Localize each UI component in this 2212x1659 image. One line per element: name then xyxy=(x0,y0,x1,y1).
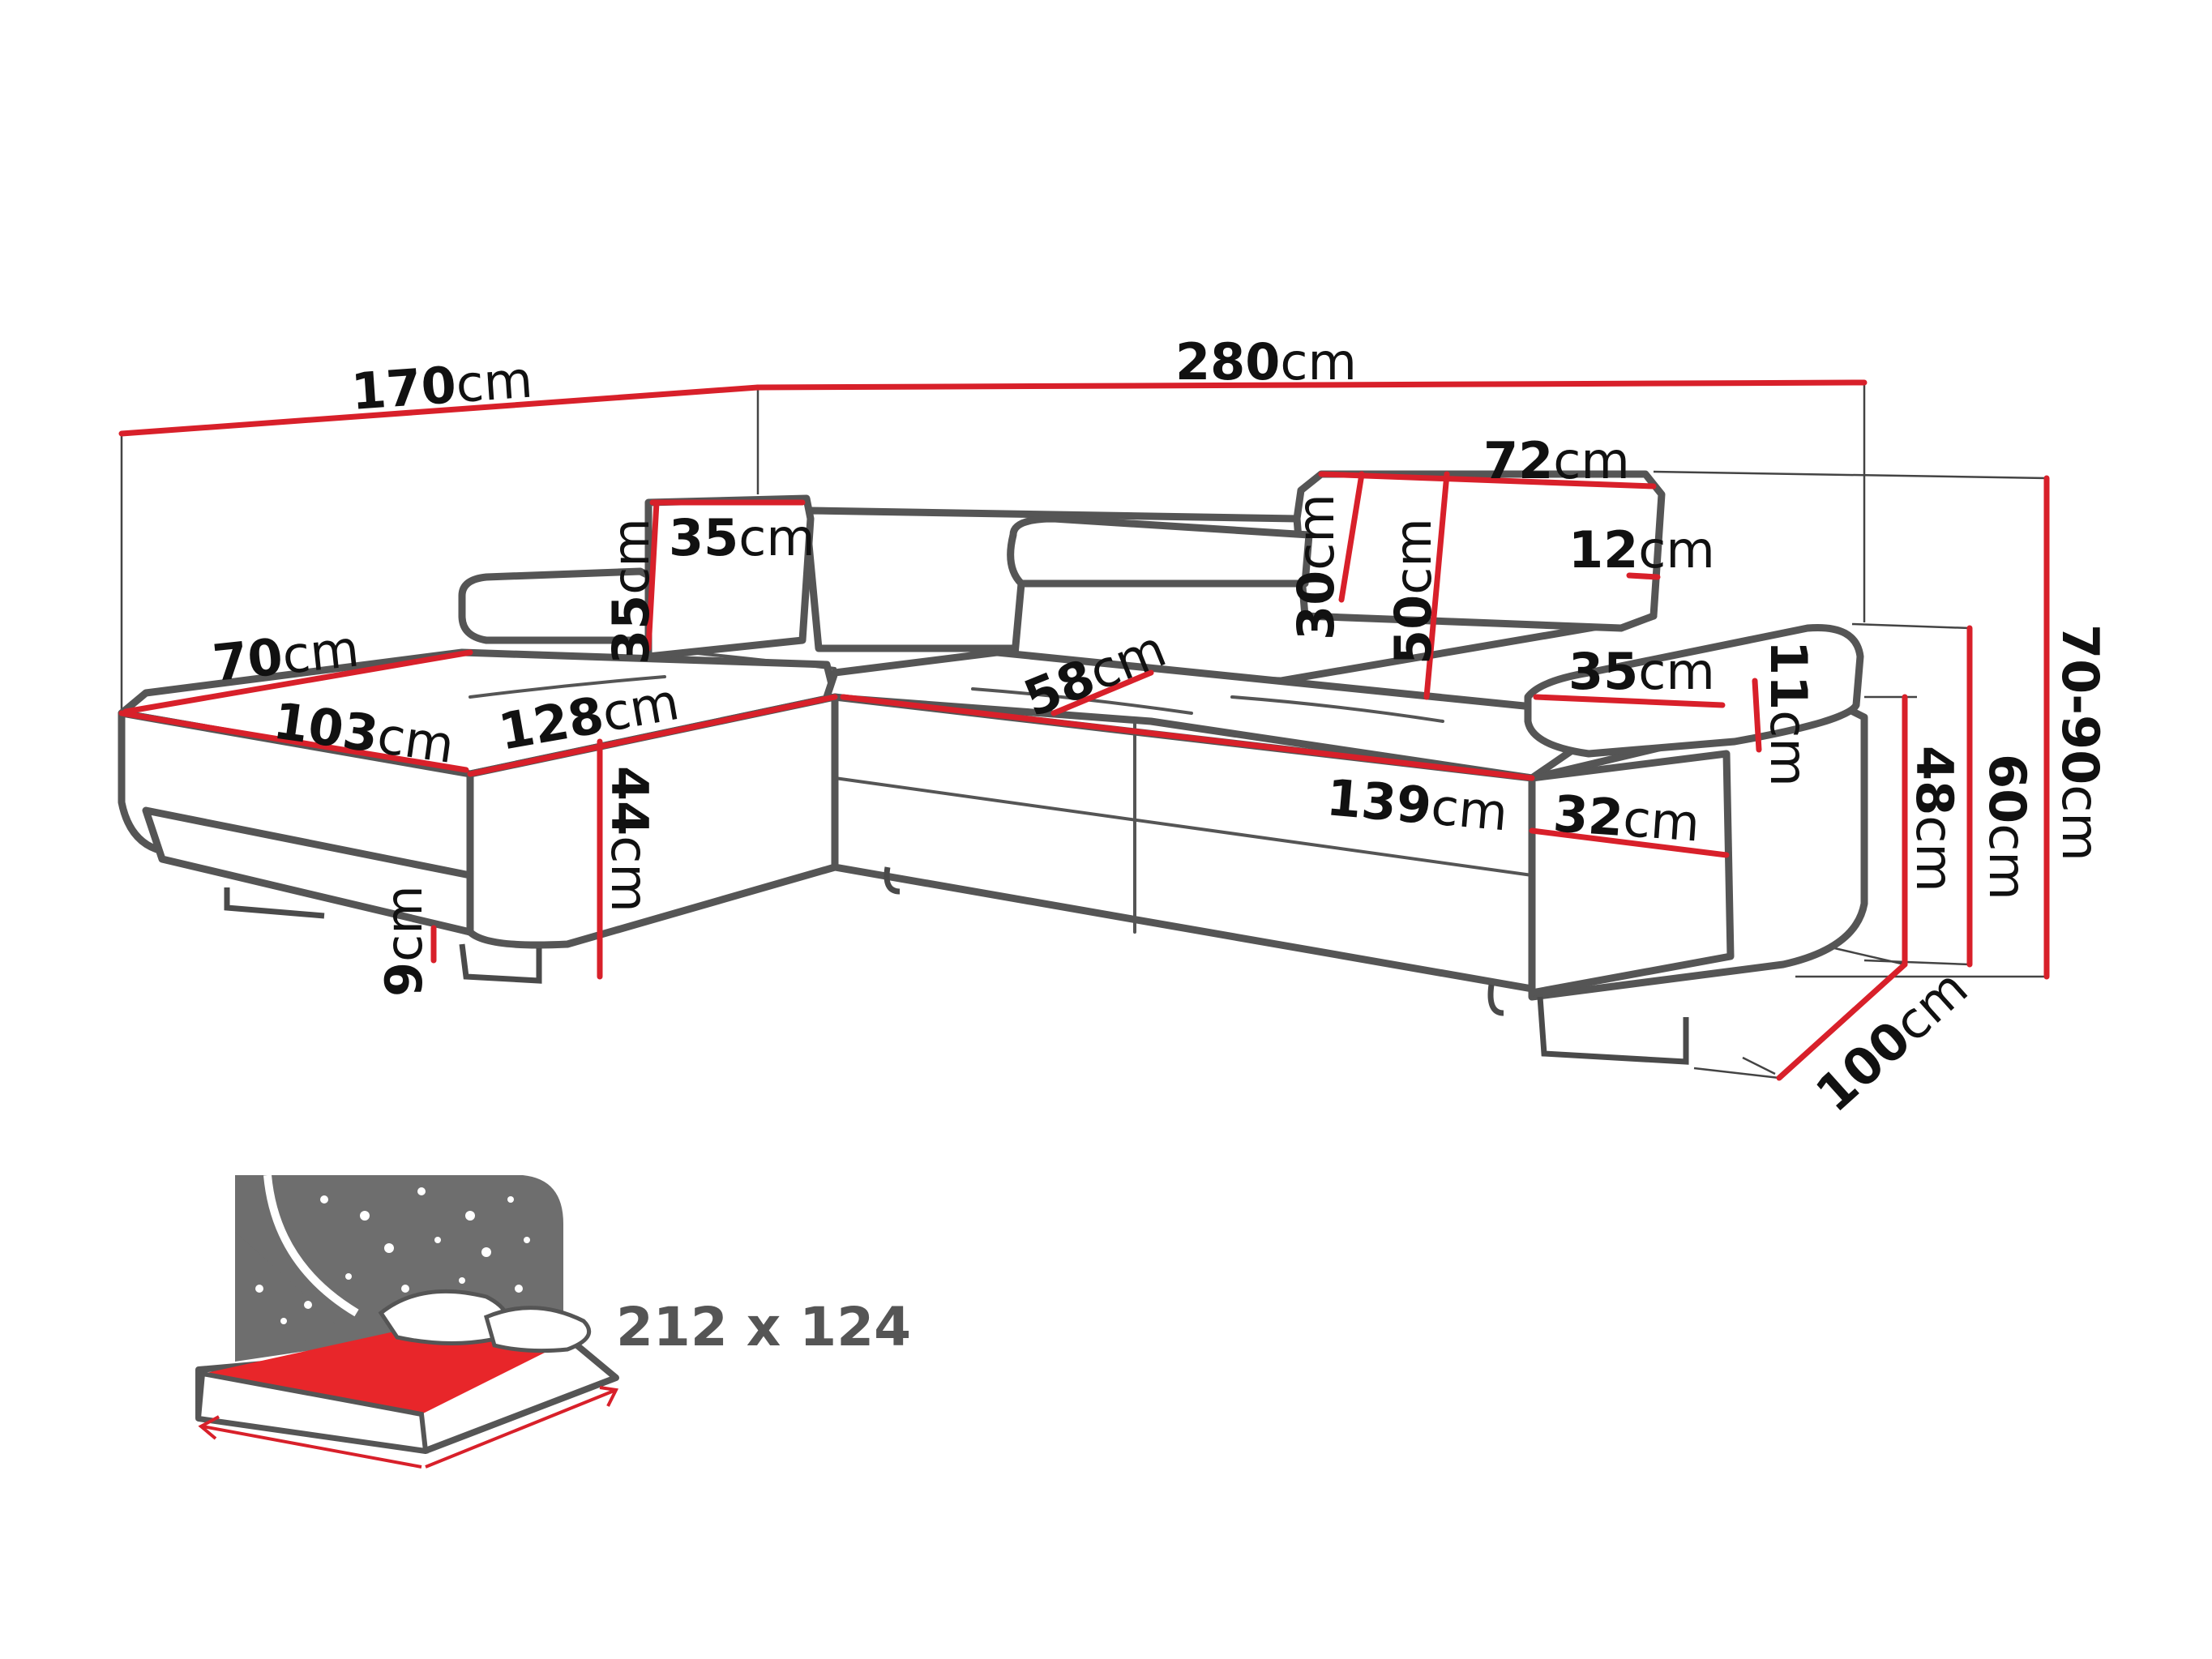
leg-wheel-1 xyxy=(884,866,901,895)
label-30: 30cm xyxy=(1286,494,1346,640)
right-armrest-top xyxy=(1524,623,1864,758)
sofa-legs xyxy=(224,866,1689,1065)
label-70-90: 70-90cm xyxy=(2051,624,2110,862)
bed-function-icon: 212 x 124 xyxy=(195,1174,911,1469)
leg-front-left xyxy=(224,887,325,919)
night-sky-stars xyxy=(255,1187,530,1324)
dim-72 xyxy=(1318,471,1657,490)
sofa-body xyxy=(118,470,1868,1001)
dim-128 xyxy=(467,694,838,777)
label-12: 12cm xyxy=(1568,520,1715,579)
dim-35-cushion-h xyxy=(645,499,660,652)
sleeping-area-label: 212 x 124 xyxy=(616,1296,911,1358)
middle-headrest xyxy=(1007,515,1313,588)
label-11: 11cm xyxy=(1759,640,1818,787)
dim-50 xyxy=(1423,471,1450,700)
label-48: 48cm xyxy=(1905,746,1964,892)
dim-35-arm xyxy=(1533,694,1726,708)
dim-100 xyxy=(1776,961,1908,1081)
dim-170 xyxy=(118,384,761,437)
label-60: 60cm xyxy=(1978,754,2037,900)
label-72: 72cm xyxy=(1483,431,1630,490)
dimension-lines xyxy=(118,379,2050,1081)
armrest-front-panel xyxy=(1528,750,1735,997)
label-32: 32cm xyxy=(1551,784,1701,853)
label-9: 9cm xyxy=(374,885,434,997)
label-170: 170cm xyxy=(349,350,534,421)
label-103: 103cm xyxy=(270,691,458,775)
dim-139 xyxy=(840,694,1535,781)
dim-32 xyxy=(1529,827,1730,858)
dim-12 xyxy=(1626,572,1661,580)
leg-front-mid xyxy=(459,943,542,984)
label-139: 139cm xyxy=(1324,768,1510,842)
label-35-cushion-w: 35cm xyxy=(669,508,815,567)
dim-30 xyxy=(1338,471,1365,603)
label-35-arm: 35cm xyxy=(1568,642,1715,701)
bed-mattress xyxy=(203,1329,559,1414)
extension-lines xyxy=(120,383,2047,1080)
leg-wheel-2 xyxy=(1487,984,1504,1016)
leg-right-front xyxy=(1537,996,1689,1065)
label-35-cushion-h: 35cm xyxy=(601,518,661,665)
label-50: 50cm xyxy=(1384,518,1443,665)
label-280: 280cm xyxy=(1175,332,1357,391)
dim-58 xyxy=(1050,669,1154,716)
dim-70 xyxy=(122,649,473,715)
chaise-side xyxy=(466,693,839,949)
dim-11 xyxy=(1752,678,1762,753)
bed-pillow-2 xyxy=(483,1306,592,1353)
label-44: 44cm xyxy=(600,766,659,913)
dimension-labels: 170cm 280cm 72cm 12cm 35cm 35cm 30cm 50c… xyxy=(210,332,2110,1123)
chaise-base xyxy=(142,806,474,936)
dim-280 xyxy=(755,379,1868,391)
label-100: 100cm xyxy=(1804,958,1979,1123)
label-70: 70cm xyxy=(210,618,362,692)
dim-103 xyxy=(118,710,469,773)
night-sky-lower xyxy=(235,1232,340,1362)
